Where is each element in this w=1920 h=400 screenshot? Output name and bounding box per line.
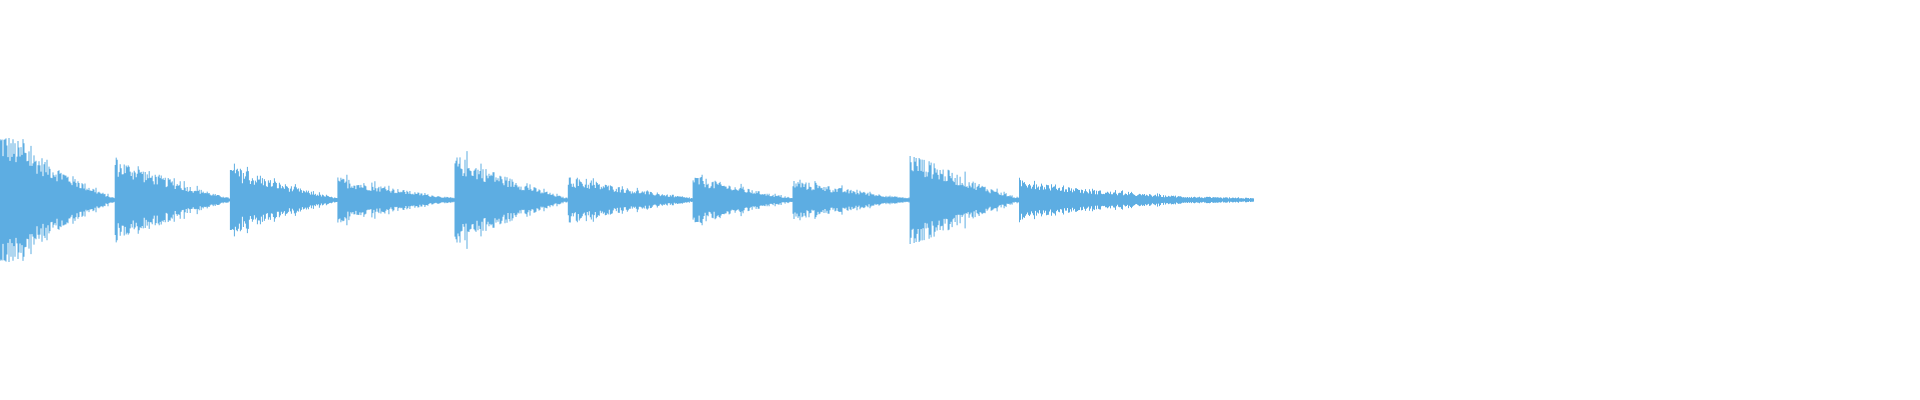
waveform-bars [0, 138, 1254, 262]
